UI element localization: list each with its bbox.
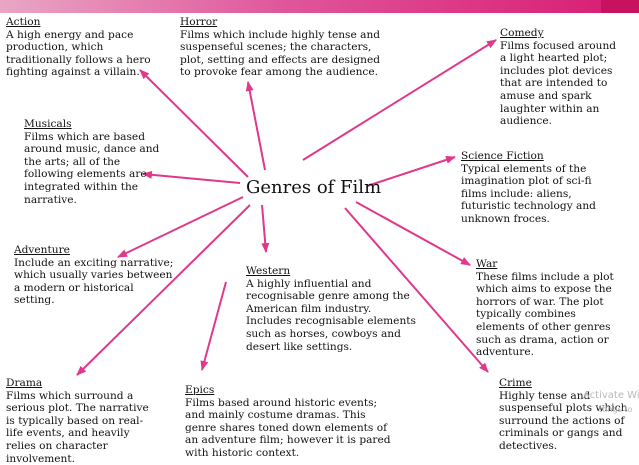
arrow-to-comedy bbox=[302, 39, 497, 161]
top-bar-accent bbox=[601, 0, 639, 13]
genre-title: Epics bbox=[185, 384, 215, 396]
genre-description: Films which surround a serious plot. The… bbox=[6, 389, 149, 465]
genre-title: Science Fiction bbox=[461, 150, 544, 162]
genre-musicals: Musicals Films which are based around mu… bbox=[24, 118, 166, 206]
genre-crime: Crime Highly tense and suspenseful plots… bbox=[499, 377, 629, 453]
arrow-to-drama bbox=[76, 204, 251, 376]
genre-title: Comedy bbox=[500, 27, 544, 39]
genre-title: Musicals bbox=[24, 118, 72, 130]
genre-western: Western A highly influential and recogni… bbox=[246, 265, 418, 353]
genre-description: Films which are based around music, danc… bbox=[24, 130, 160, 206]
genre-description: Include an exciting narrative; which usu… bbox=[14, 256, 174, 307]
genre-drama: Drama Films which surround a serious plo… bbox=[6, 377, 156, 465]
genre-description: A high energy and pace production, which… bbox=[6, 28, 151, 79]
genre-title: Action bbox=[6, 16, 41, 28]
genre-description: Films focused around a light hearted plo… bbox=[500, 39, 617, 128]
arrow-to-horror bbox=[245, 81, 266, 171]
arrow-to-western bbox=[261, 204, 270, 253]
arrow-to-adventure bbox=[117, 196, 244, 258]
genre-description: A highly influential and recognisable ge… bbox=[246, 277, 416, 353]
genre-comedy: Comedy Films focused around a light hear… bbox=[500, 27, 624, 128]
genre-title: Horror bbox=[180, 16, 218, 28]
arrow-to-musicals bbox=[142, 170, 241, 184]
genre-war: War These films include a plot which aim… bbox=[476, 258, 614, 359]
genre-horror: Horror Films which include highly tense … bbox=[180, 16, 388, 79]
arrow-to-action bbox=[139, 69, 249, 178]
genre-title: Adventure bbox=[14, 244, 70, 256]
genre-epics: Epics Films based around historic events… bbox=[185, 384, 397, 460]
arrow-to-epics bbox=[200, 281, 227, 371]
genre-adventure: Adventure Include an exciting narrative;… bbox=[14, 244, 174, 307]
arrow-to-war bbox=[355, 201, 471, 266]
genre-description: These films include a plot which aims to… bbox=[476, 270, 614, 359]
arrow-to-scifi bbox=[366, 156, 456, 187]
top-decorative-bar bbox=[0, 0, 639, 13]
genre-title: Drama bbox=[6, 377, 43, 389]
genre-title: Crime bbox=[499, 377, 532, 389]
arrow-to-crime bbox=[344, 207, 489, 373]
center-title: Genres of Film bbox=[246, 177, 382, 198]
genre-science-fiction: Science Fiction Typical elements of the … bbox=[461, 150, 601, 226]
genre-description: Highly tense and suspenseful plots which… bbox=[499, 389, 628, 452]
genre-title: War bbox=[476, 258, 498, 270]
watermark-line1: Activate Wi bbox=[583, 390, 639, 401]
genre-action: Action A high energy and pace production… bbox=[6, 16, 154, 79]
genre-description: Typical elements of the imagination plot… bbox=[461, 162, 596, 225]
watermark-line2: ttings to bbox=[599, 405, 633, 414]
genre-title: Western bbox=[246, 265, 291, 277]
genre-description: Films based around historic events; and … bbox=[185, 396, 391, 459]
genre-description: Films which include highly tense and sus… bbox=[180, 28, 381, 79]
